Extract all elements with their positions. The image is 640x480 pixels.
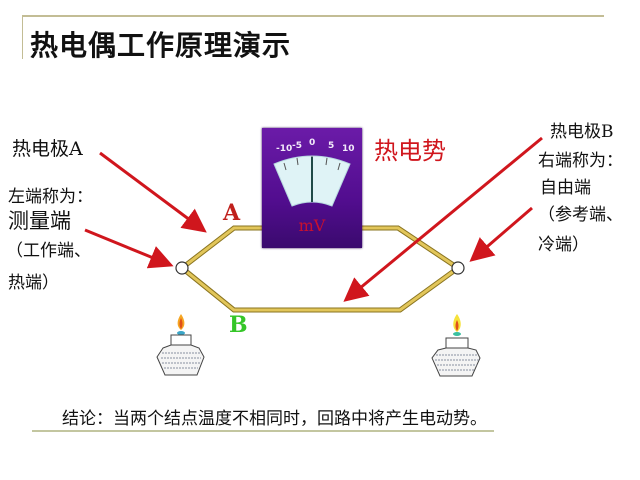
conclusion-text: 结论：当两个结点温度不相同时，回路中将产生电动势。: [62, 409, 487, 429]
wire-a: [180, 225, 460, 271]
emf-label: 热电势: [374, 137, 446, 165]
measuring-end-alias-1: （工作端、: [6, 241, 91, 261]
meter-unit: mV: [298, 216, 326, 235]
meter-dial-icon: [273, 155, 351, 207]
free-end-alias-2: 冷端）: [538, 235, 589, 255]
arrow-electrode-b: [343, 136, 543, 302]
arrow-electrode-a: [99, 151, 207, 233]
measuring-end-alias-2: 热端）: [8, 273, 59, 293]
millivoltmeter: -10 -5 0 5 10 mV: [262, 128, 362, 248]
wire-b-label: B: [229, 312, 248, 338]
top-rule: [22, 15, 604, 17]
cold-junction-icon: [451, 261, 465, 275]
alcohol-lamp-left-icon: [156, 314, 205, 376]
left-rule: [22, 15, 23, 59]
electrode-a-label: 热电极A: [12, 138, 83, 160]
measuring-end-label: 测量端: [8, 209, 71, 233]
left-end-intro: 左端称为：: [8, 187, 93, 207]
electrode-b-label: 热电极B: [550, 122, 614, 142]
wire-b: [180, 265, 460, 313]
scale-label: 10: [342, 144, 355, 154]
page-title: 热电偶工作原理演示: [30, 29, 292, 62]
right-end-intro: 右端称为：: [538, 151, 623, 171]
meter-scale: -10 -5 0 5 10: [262, 138, 362, 154]
wire-a-label: A: [223, 200, 241, 226]
arrow-measuring-end: [84, 228, 174, 269]
free-end-alias-1: （参考端、: [538, 205, 623, 225]
scale-label: -10: [276, 144, 293, 154]
hot-junction-icon: [175, 261, 189, 275]
arrow-free-end: [469, 206, 533, 262]
scale-label: -5: [292, 141, 302, 151]
scale-label: 0: [309, 138, 316, 148]
free-end-label: 自由端: [540, 178, 591, 198]
alcohol-lamp-right-icon: [431, 314, 481, 377]
bottom-rule: [32, 430, 494, 432]
scale-label: 5: [328, 141, 335, 151]
